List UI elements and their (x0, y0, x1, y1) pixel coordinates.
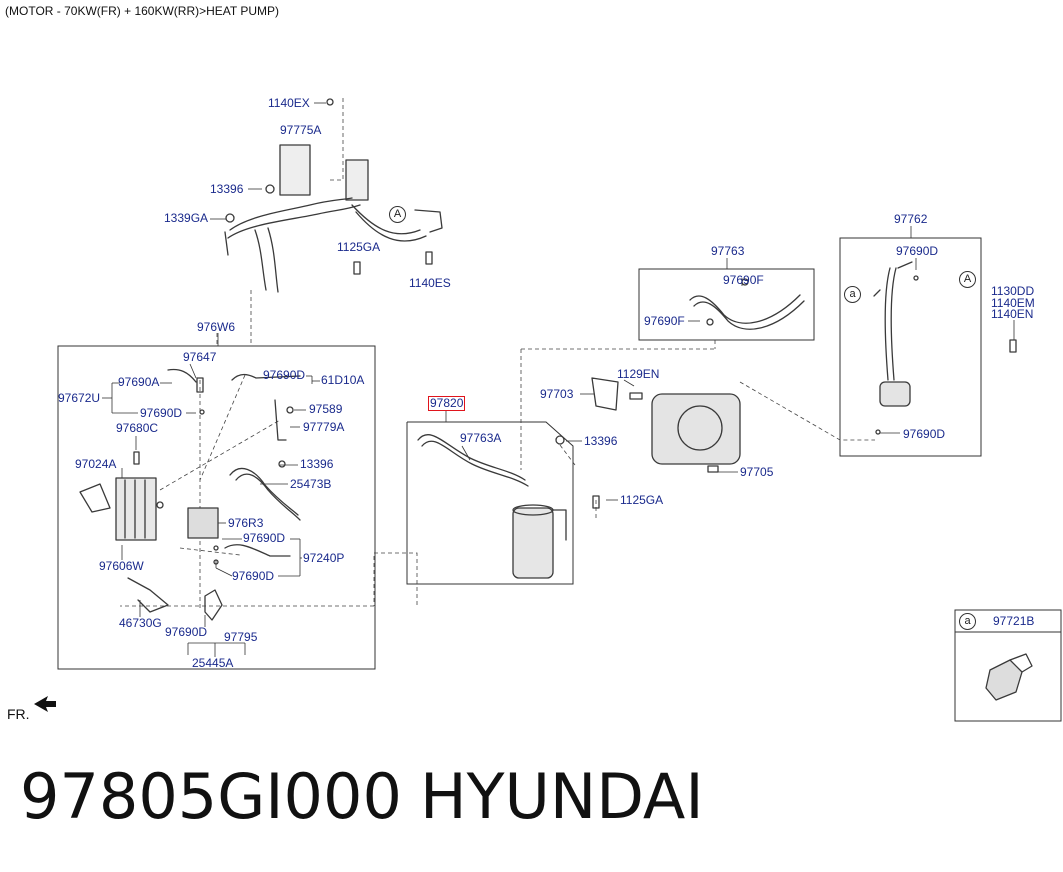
part-label[interactable]: 1140ES (409, 276, 451, 290)
part-label[interactable]: 97690D (903, 427, 946, 441)
marker-A-right: A (959, 271, 976, 288)
part-label[interactable]: 13396 (300, 457, 334, 471)
marker-A-top: A (389, 206, 406, 223)
part-label[interactable]: 976R3 (228, 516, 264, 530)
part-label[interactable]: 1129EN (617, 367, 660, 381)
highlighted-part-label[interactable]: 97820 (428, 396, 466, 411)
marker-a-detail: a (959, 613, 976, 630)
part-number: 97805GI000 (20, 760, 402, 833)
front-arrow-icon (34, 696, 56, 712)
group-box-97763 (638, 268, 815, 341)
part-label[interactable]: 1125GA (337, 240, 381, 254)
group-box-97820 (406, 421, 574, 585)
part-label[interactable]: 97589 (309, 402, 343, 416)
part-label[interactable]: 97680C (116, 421, 159, 435)
part-label[interactable]: 25445A (192, 656, 234, 670)
part-label[interactable]: 1140EM (991, 296, 1035, 310)
part-label[interactable]: 97690F (644, 314, 685, 328)
brand-name: HYUNDAI (420, 760, 704, 833)
diagram-title: (MOTOR - 70KW(FR) + 160KW(RR)>HEAT PUMP) (5, 4, 280, 18)
part-label[interactable]: 97690D (263, 368, 306, 382)
front-direction-label: FR. (7, 706, 30, 722)
part-label[interactable]: 97762 (894, 212, 928, 226)
part-label[interactable]: 97690D (140, 406, 183, 420)
part-label[interactable]: 13396 (210, 182, 244, 196)
part-label[interactable]: 1130DD (991, 284, 1035, 298)
part-label[interactable]: 97703 (540, 387, 574, 401)
part-label[interactable]: 97721B (993, 614, 1035, 628)
marker-a-right: a (844, 286, 861, 303)
part-label[interactable]: 1125GA (620, 493, 664, 507)
part-label[interactable]: 97763A (460, 431, 502, 445)
part-label[interactable]: 97690D (165, 625, 208, 639)
detail-box-97721B (954, 609, 1062, 722)
part-label[interactable]: 97240P (303, 551, 345, 565)
part-label[interactable]: 97606W (99, 559, 144, 573)
part-label[interactable]: 61D10A (321, 373, 365, 387)
part-label[interactable]: 97795 (224, 630, 258, 644)
part-label[interactable]: 25473B (290, 477, 332, 491)
part-label[interactable]: 97763 (711, 244, 745, 258)
part-label[interactable]: 976W6 (197, 320, 236, 334)
part-label[interactable]: 1140EN (991, 307, 1034, 321)
part-label[interactable]: 97705 (740, 465, 774, 479)
part-label[interactable]: 97672U (58, 391, 101, 405)
part-label[interactable]: 13396 (584, 434, 618, 448)
part-label[interactable]: 97690D (232, 569, 275, 583)
part-label[interactable]: 1339GA (164, 211, 209, 225)
part-label[interactable]: 46730G (119, 616, 162, 630)
group-box-976W6 (57, 345, 376, 670)
part-label[interactable]: 97775A (280, 123, 322, 137)
part-label[interactable]: 97690D (243, 531, 286, 545)
part-label[interactable]: 97690A (118, 375, 160, 389)
group-box-97762 (839, 237, 982, 457)
part-label[interactable]: 1140EX (268, 96, 310, 110)
part-label[interactable]: 97024A (75, 457, 117, 471)
part-label[interactable]: 97779A (303, 420, 345, 434)
part-label[interactable]: 97690F (723, 273, 764, 287)
part-label[interactable]: 97690D (896, 244, 939, 258)
part-label[interactable]: 97647 (183, 350, 217, 364)
